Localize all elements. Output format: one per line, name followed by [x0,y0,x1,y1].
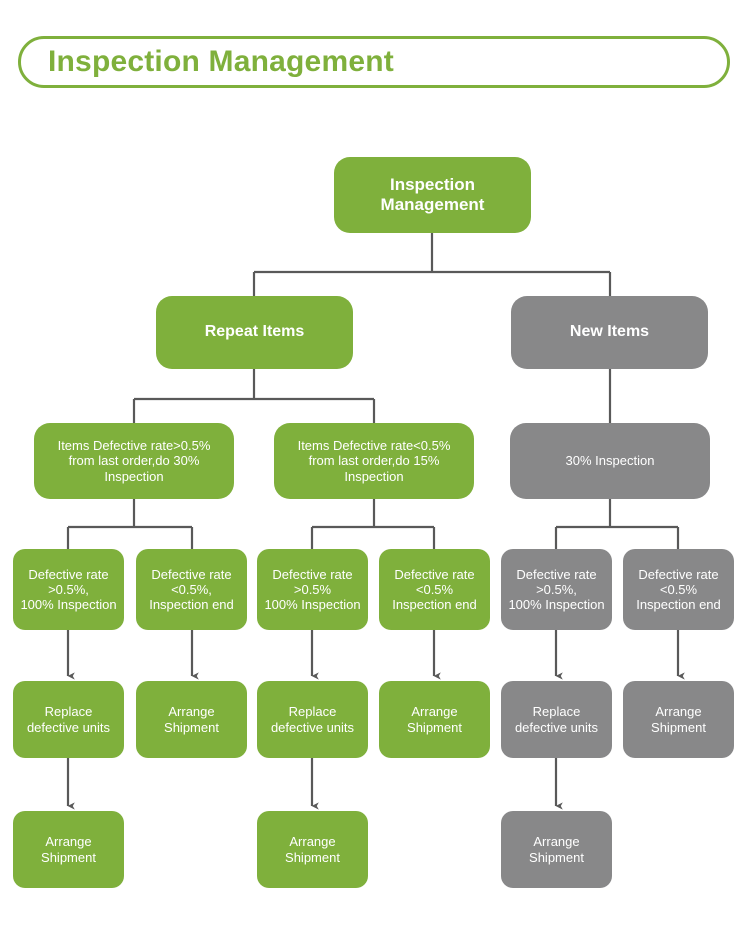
node-repeat-items[interactable]: Repeat Items [156,296,353,369]
node-label: Items Defective rate>0.5%from last order… [57,438,211,484]
node-label: Repeat Items [204,323,305,341]
node-new-30-percent-inspection[interactable]: 30% Inspection [510,423,710,499]
node-label: Defective rate<0.5%Inspection end [392,566,477,613]
node-label: Defective rate>0.5%,100% Inspection [508,566,605,613]
node-l4-2[interactable]: Defective rate<0.5%,Inspection end [136,549,247,630]
node-label: Defective rate<0.5%Inspection end [636,566,721,613]
header-banner [18,36,730,88]
node-l4-1[interactable]: Defective rate>0.5%,100% Inspection [13,549,124,630]
node-label: Items Defective rate<0.5%from last order… [297,438,451,484]
node-label: Defective rate>0.5%,100% Inspection [20,566,117,613]
node-new-items[interactable]: New Items [511,296,708,369]
page-title: Inspection Management [48,45,394,78]
node-label: Defective rate<0.5%,Inspection end [149,566,234,613]
node-label: Defective rate>0.5%100% Inspection [264,566,361,613]
node-l4-5[interactable]: Defective rate>0.5%,100% Inspection [501,549,612,630]
node-repeat-low-defect[interactable]: Items Defective rate<0.5%from last order… [274,423,474,499]
node-repeat-high-defect[interactable]: Items Defective rate>0.5%from last order… [34,423,234,499]
node-label: New Items [569,323,650,341]
node-l4-4[interactable]: Defective rate<0.5%Inspection end [379,549,490,630]
node-l4-6[interactable]: Defective rate<0.5%Inspection end [623,549,734,630]
node-label: 30% Inspection [565,453,655,469]
node-l4-3[interactable]: Defective rate>0.5%100% Inspection [257,549,368,630]
